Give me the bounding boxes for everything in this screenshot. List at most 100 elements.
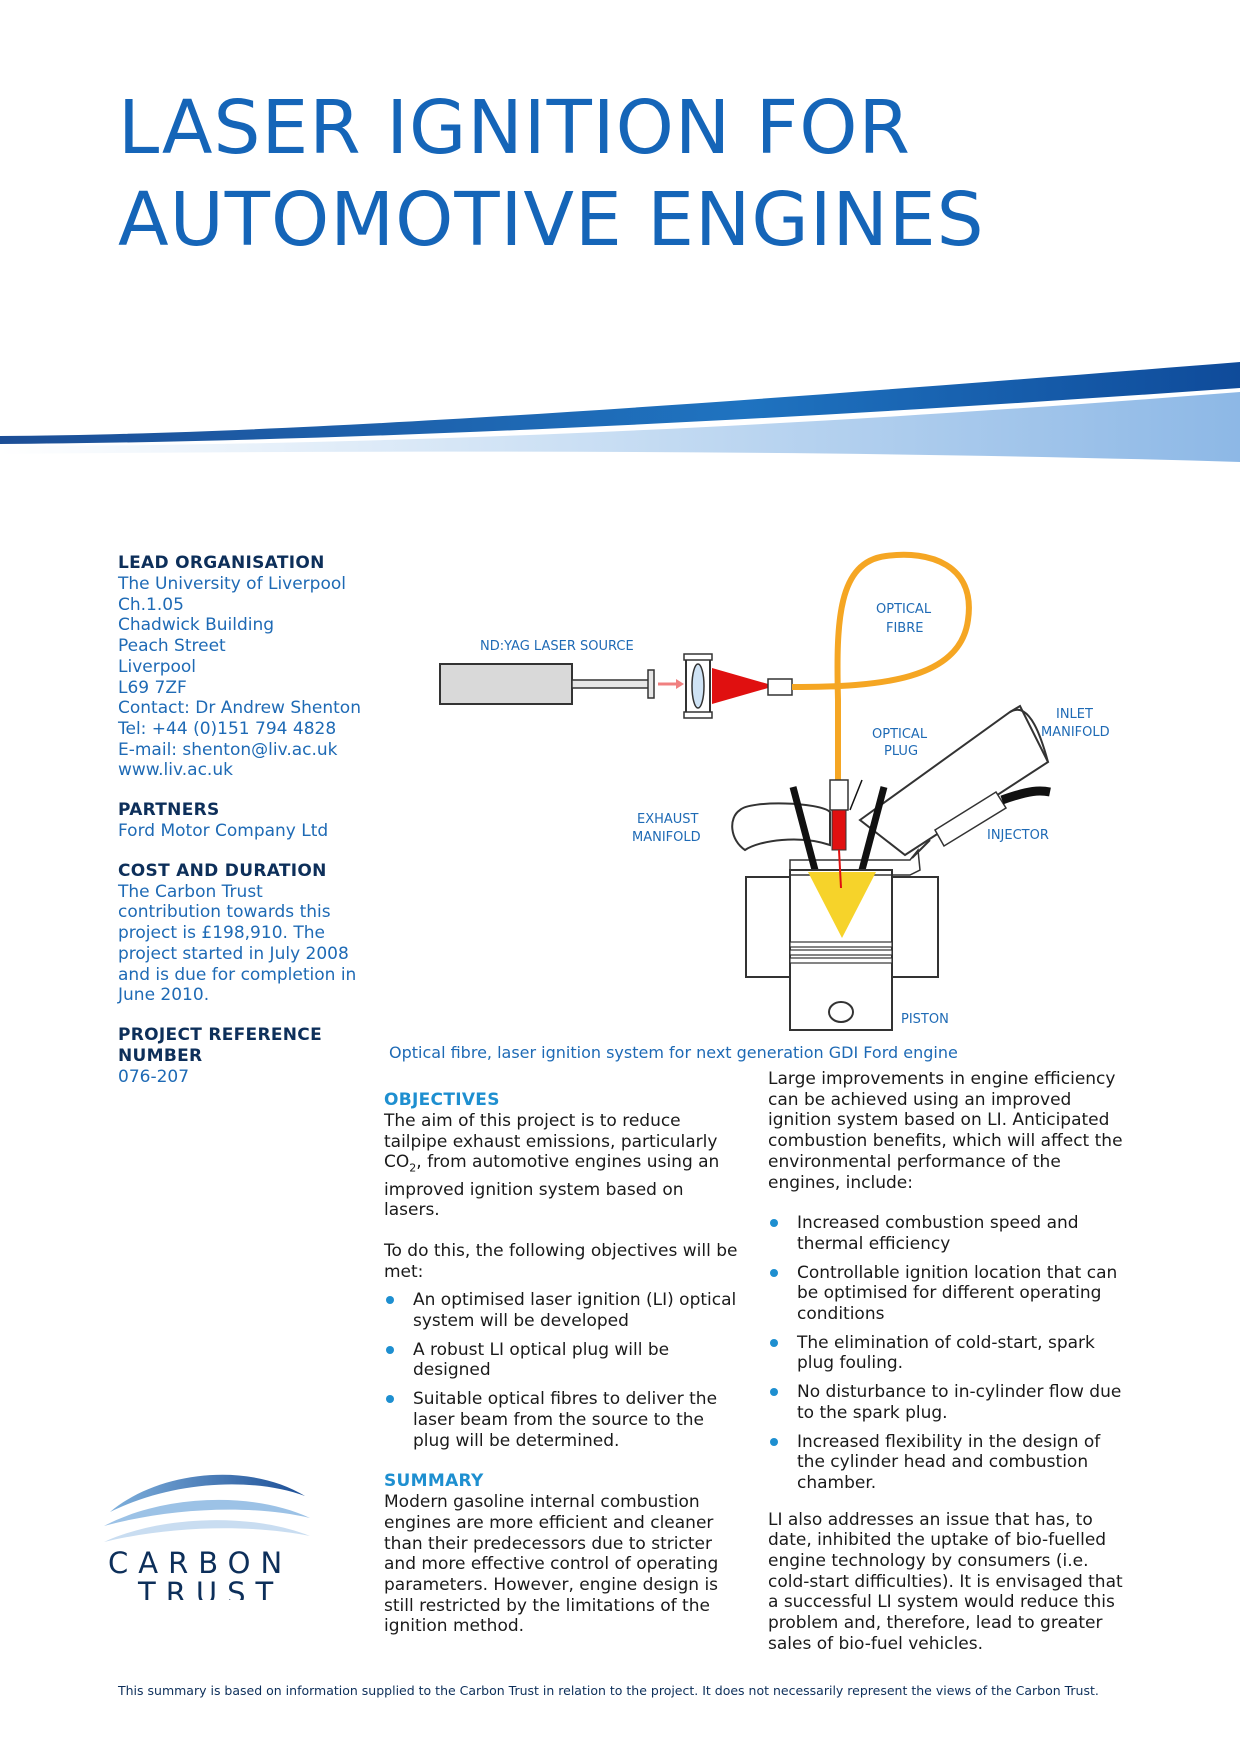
exhaust-manifold bbox=[731, 802, 831, 852]
lead-organisation-address: The University of Liverpool Ch.1.05 Chad… bbox=[118, 574, 363, 781]
objectives-column: OBJECTIVES The aim of this project is to… bbox=[384, 1090, 744, 1637]
title-line-2: AUTOMOTIVE ENGINES bbox=[118, 177, 985, 263]
summary-heading: SUMMARY bbox=[384, 1471, 484, 1492]
reference-heading-line: NUMBER bbox=[118, 1045, 203, 1066]
lens-cap-bottom bbox=[683, 711, 713, 719]
injector-cable bbox=[1000, 786, 1051, 805]
focused-beam bbox=[712, 668, 768, 704]
address-line: Chadwick Building bbox=[118, 615, 275, 636]
piston-pin bbox=[828, 1001, 854, 1023]
objectives-intro-text: , from automotive engines using an impro… bbox=[384, 1152, 720, 1221]
cost-line: and is due for completion in bbox=[118, 964, 357, 985]
summary-text: Modern gasoline internal combustion engi… bbox=[384, 1492, 719, 1637]
piston-ring bbox=[789, 957, 893, 964]
objectives-list: An optimised laser ignition (LI) optical… bbox=[384, 1290, 744, 1451]
piston-ring bbox=[789, 949, 893, 956]
address-line: Liverpool bbox=[118, 656, 197, 677]
address-line: L69 7ZF bbox=[118, 677, 187, 698]
carbon-trust-logo: CARBON TRUST bbox=[104, 1474, 310, 1600]
label-piston: PISTON bbox=[901, 1012, 949, 1027]
engine-block-right bbox=[891, 876, 939, 978]
objectives-lead-in: To do this, the following objectives wil… bbox=[384, 1240, 738, 1282]
engine-block-left bbox=[745, 876, 791, 978]
footer-disclaimer: This summary is based on information sup… bbox=[118, 1683, 1099, 1698]
logo-arc-middle bbox=[104, 1499, 310, 1526]
list-item: The elimination of cold-start, spark plu… bbox=[768, 1333, 1133, 1374]
laser-rod bbox=[571, 679, 651, 689]
plug-pointer bbox=[849, 779, 863, 811]
cost-heading: COST AND DURATION bbox=[118, 860, 327, 881]
cost-line: project is £198,910. The bbox=[118, 923, 325, 944]
list-item: A robust LI optical plug will be designe… bbox=[384, 1340, 744, 1381]
address-line: Peach Street bbox=[118, 636, 226, 657]
optical-plug bbox=[829, 779, 849, 811]
objectives-heading: OBJECTIVES bbox=[384, 1090, 500, 1110]
label-laser-source: ND:YAG LASER SOURCE bbox=[480, 639, 634, 654]
cost-section: COST AND DURATION The Carbon Trust contr… bbox=[118, 861, 363, 1006]
title-line-1: LASER IGNITION FOR bbox=[118, 85, 911, 171]
logo-text-trust: TRUST bbox=[137, 1576, 283, 1600]
cost-line: project started in July 2008 bbox=[118, 943, 349, 964]
logo-arc-bottom bbox=[104, 1520, 310, 1542]
optical-fibre bbox=[791, 551, 972, 780]
reference-heading-line: PROJECT REFERENCE bbox=[118, 1024, 322, 1045]
list-item: Increased flexibility in the design of t… bbox=[768, 1432, 1133, 1494]
list-item: Controllable ignition location that can … bbox=[768, 1263, 1133, 1325]
cost-line: contribution towards this bbox=[118, 902, 331, 923]
label-optical-fibre-2: FIBRE bbox=[886, 621, 923, 636]
lens-cap-top bbox=[683, 653, 713, 661]
objectives-intro: The aim of this project is to reduce tai… bbox=[384, 1111, 744, 1221]
injector bbox=[933, 790, 1008, 848]
inlet-valve bbox=[858, 786, 888, 871]
label-optical-fibre-1: OPTICAL bbox=[876, 602, 932, 617]
partners-text: Ford Motor Company Ltd bbox=[118, 821, 329, 842]
contact-email[interactable]: E-mail: shenton@liv.ac.uk bbox=[118, 739, 338, 760]
list-item: Suitable optical fibres to deliver the l… bbox=[384, 1389, 744, 1451]
reference-number: 076-207 bbox=[118, 1066, 190, 1087]
co2-subscript: 2 bbox=[409, 1161, 417, 1175]
address-line: The University of Liverpool bbox=[118, 574, 346, 594]
header-swoosh bbox=[0, 362, 1240, 462]
inlet-manifold bbox=[858, 704, 1050, 857]
laser-ignition-diagram: ND:YAG LASER SOURCE OPTICAL FIBRE OPTICA… bbox=[439, 551, 1110, 1031]
lead-organisation-section: LEAD ORGANISATION The University of Live… bbox=[118, 553, 363, 781]
objectives-intro-text: The aim of this project is to reduce tai… bbox=[384, 1111, 718, 1173]
benefits-column: Large improvements in engine efficiency … bbox=[768, 1069, 1133, 1655]
fibre-coupler bbox=[767, 678, 793, 696]
combustion-flame bbox=[808, 872, 876, 938]
page-title: LASER IGNITION FOR AUTOMOTIVE ENGINES bbox=[118, 82, 985, 266]
label-exhaust-manifold-2: MANIFOLD bbox=[632, 830, 701, 845]
benefits-intro: Large improvements in engine efficiency … bbox=[768, 1069, 1123, 1193]
address-line: Ch.1.05 bbox=[118, 594, 184, 615]
cost-line: The Carbon Trust bbox=[118, 881, 263, 902]
exhaust-valve bbox=[789, 786, 819, 871]
website-link[interactable]: www.liv.ac.uk bbox=[118, 760, 233, 781]
logo-arc-top bbox=[110, 1474, 305, 1512]
label-inlet-manifold-1: INLET bbox=[1056, 707, 1093, 722]
focusing-lens bbox=[691, 663, 705, 709]
sidebar-info: LEAD ORGANISATION The University of Live… bbox=[118, 553, 363, 1107]
contact-name: Contact: Dr Andrew Shenton bbox=[118, 698, 361, 719]
label-inlet-manifold-2: MANIFOLD bbox=[1041, 725, 1110, 740]
piston-ring bbox=[789, 941, 893, 948]
list-item: An optimised laser ignition (LI) optical… bbox=[384, 1290, 744, 1331]
benefits-list: Increased combustion speed and thermal e… bbox=[768, 1213, 1133, 1493]
diagram-caption: Optical fibre, laser ignition system for… bbox=[389, 1043, 958, 1062]
partners-section: PARTNERS Ford Motor Company Ltd bbox=[118, 800, 363, 842]
contact-phone: Tel: +44 (0)151 794 4828 bbox=[118, 718, 337, 739]
label-exhaust-manifold-1: EXHAUST bbox=[637, 812, 699, 827]
partners-heading: PARTNERS bbox=[118, 800, 220, 821]
label-optical-plug-2: PLUG bbox=[884, 744, 918, 759]
reference-section: PROJECT REFERENCE NUMBER 076-207 bbox=[118, 1025, 363, 1088]
list-item: Increased combustion speed and thermal e… bbox=[768, 1213, 1133, 1254]
cost-line: June 2010. bbox=[118, 985, 210, 1006]
laser-source-body bbox=[439, 663, 573, 705]
plug-beam bbox=[831, 809, 847, 851]
list-item: No disturbance to in-cylinder flow due t… bbox=[768, 1382, 1133, 1423]
cost-text: The Carbon Trust contribution towards th… bbox=[118, 882, 363, 1006]
label-optical-plug-1: OPTICAL bbox=[872, 727, 928, 742]
reference-heading: PROJECT REFERENCE NUMBER bbox=[118, 1025, 363, 1067]
laser-flange bbox=[647, 669, 655, 699]
lead-organisation-heading: LEAD ORGANISATION bbox=[118, 553, 325, 573]
benefits-closing: LI also addresses an issue that has, to … bbox=[768, 1509, 1123, 1654]
